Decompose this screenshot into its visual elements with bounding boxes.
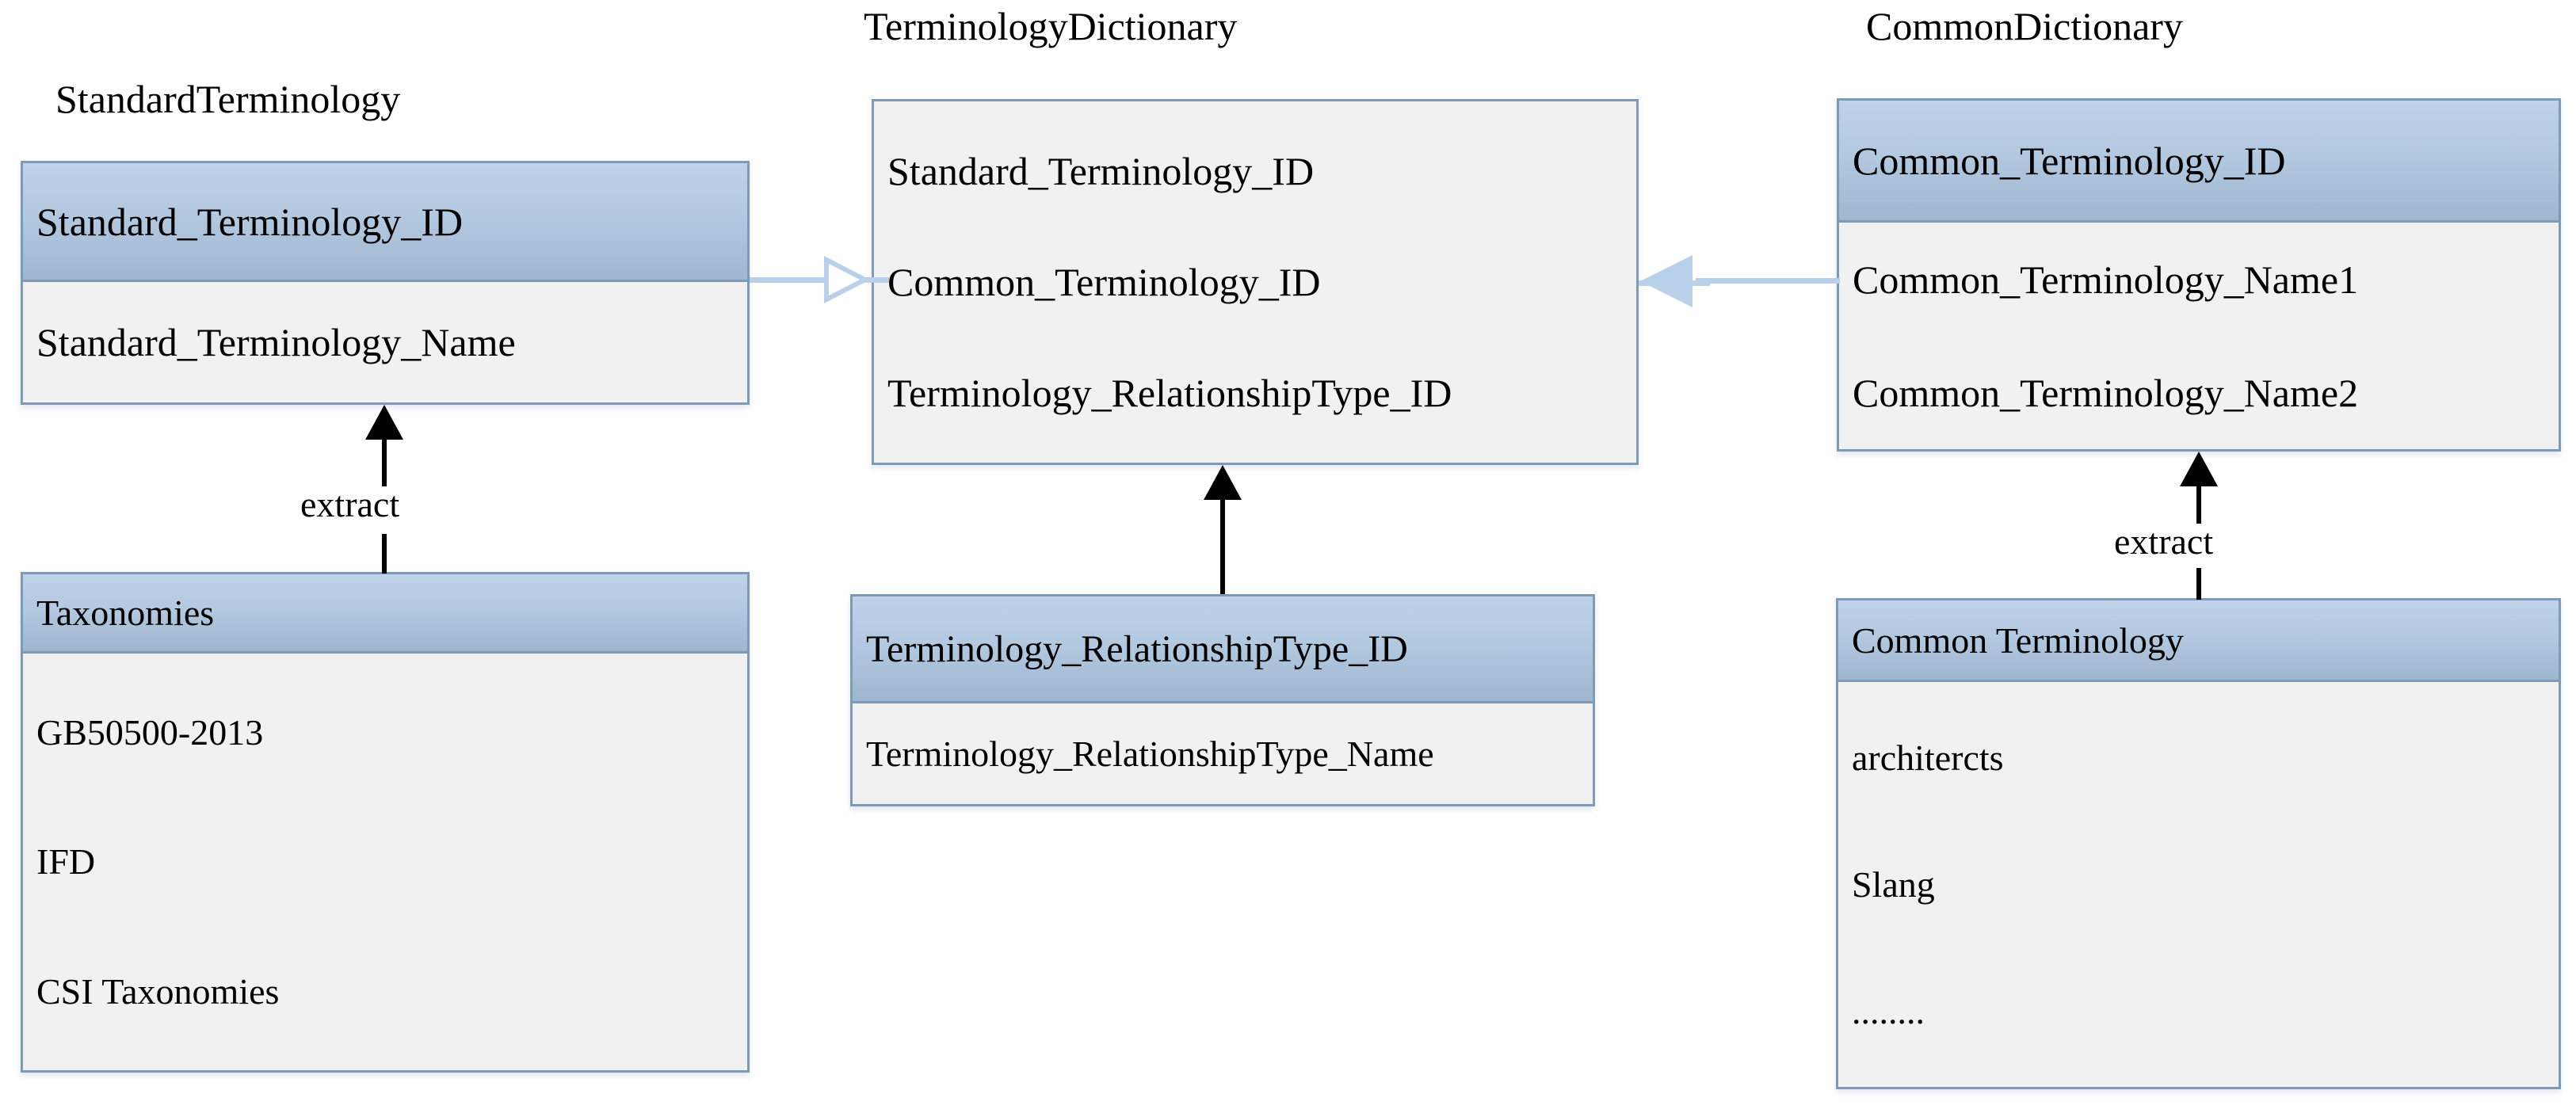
connector-commonterminology-line-upper — [2196, 486, 2201, 524]
entity-taxonomies[interactable]: Taxonomies GB50500-2013 IFD CSI Taxonomi… — [21, 572, 750, 1073]
list-item-ifd: IFD — [36, 841, 96, 882]
caption-terminology-dictionary: TerminologyDictionary — [864, 4, 1238, 48]
field-relationshiptype-id: Terminology_RelationshipType_ID — [866, 627, 1408, 670]
entity-taxonomies-body: GB50500-2013 IFD CSI Taxonomies — [23, 654, 747, 1070]
list-item-gb50500: GB50500-2013 — [36, 712, 264, 753]
field-td-common-terminology-id: Common_Terminology_ID — [887, 260, 1321, 304]
entity-relationshiptype-body: Terminology_RelationshipType_Name — [853, 703, 1593, 804]
connector-taxonomies-arrowhead — [365, 405, 403, 440]
list-item-csi-taxonomies: CSI Taxonomies — [36, 970, 280, 1012]
caption-common-dictionary: CommonDictionary — [1866, 4, 2183, 48]
entity-common-terminology[interactable]: Common Terminology architercts Slang ...… — [1836, 598, 2561, 1089]
connector-standard-to-dictionary-arrowhead — [824, 256, 870, 303]
entity-common-dictionary-body: Common_Terminology_Name1 Common_Terminol… — [1839, 223, 2559, 449]
caption-standard-terminology: StandardTerminology — [55, 77, 401, 121]
field-td-relationship-type-id: Terminology_RelationshipType_ID — [887, 371, 1452, 415]
list-item-architercts: architercts — [1852, 738, 2004, 779]
edge-label-extract-right: extract — [2114, 521, 2214, 562]
field-taxonomies-title: Taxonomies — [36, 593, 215, 633]
entity-common-terminology-body: architercts Slang ........ — [1838, 682, 2559, 1087]
field-td-standard-terminology-id: Standard_Terminology_ID — [887, 149, 1315, 193]
entity-common-dictionary[interactable]: Common_Terminology_ID Common_Terminology… — [1837, 98, 2561, 452]
list-item-slang: Slang — [1852, 863, 1935, 905]
connector-taxonomies-line-upper — [382, 439, 387, 486]
entity-standard-terminology-header: Standard_Terminology_ID — [23, 163, 747, 282]
entity-terminology-dictionary-body: Standard_Terminology_ID Common_Terminolo… — [874, 101, 1636, 463]
field-common-terminology-title: Common Terminology — [1852, 619, 2184, 661]
field-relationshiptype-name: Terminology_RelationshipType_Name — [866, 734, 1434, 774]
edge-label-extract-left: extract — [300, 484, 400, 524]
field-common-terminology-id: Common_Terminology_ID — [1853, 138, 2286, 183]
connector-commonterminology-line-lower — [2196, 568, 2201, 600]
entity-terminology-dictionary[interactable]: Standard_Terminology_ID Common_Terminolo… — [872, 99, 1639, 465]
field-common-terminology-name1: Common_Terminology_Name1 — [1853, 257, 2359, 302]
list-item-ellipsis: ........ — [1852, 990, 1925, 1031]
connector-standard-to-dictionary-line — [750, 277, 889, 283]
entity-common-dictionary-header: Common_Terminology_ID — [1839, 101, 2559, 223]
connector-relationshiptype-line — [1220, 499, 1225, 594]
connector-common-to-dictionary-arrowhead — [1640, 255, 1693, 307]
entity-relationshiptype-header: Terminology_RelationshipType_ID — [853, 597, 1593, 703]
connector-relationshiptype-arrowhead — [1204, 465, 1242, 500]
field-standard-terminology-name: Standard_Terminology_Name — [36, 320, 516, 364]
field-standard-terminology-id: Standard_Terminology_ID — [36, 199, 464, 244]
connector-common-to-dictionary-line — [1696, 278, 1840, 284]
connector-taxonomies-line-lower — [382, 534, 387, 574]
entity-standard-terminology[interactable]: Standard_Terminology_ID Standard_Termino… — [21, 161, 750, 405]
entity-terminology-relationshiptype[interactable]: Terminology_RelationshipType_ID Terminol… — [850, 594, 1595, 806]
entity-taxonomies-header: Taxonomies — [23, 574, 747, 654]
entity-standard-terminology-body: Standard_Terminology_Name — [23, 282, 747, 402]
entity-common-terminology-header: Common Terminology — [1838, 600, 2559, 682]
connector-commonterminology-arrowhead — [2180, 452, 2218, 486]
field-common-terminology-name2: Common_Terminology_Name2 — [1853, 370, 2359, 415]
